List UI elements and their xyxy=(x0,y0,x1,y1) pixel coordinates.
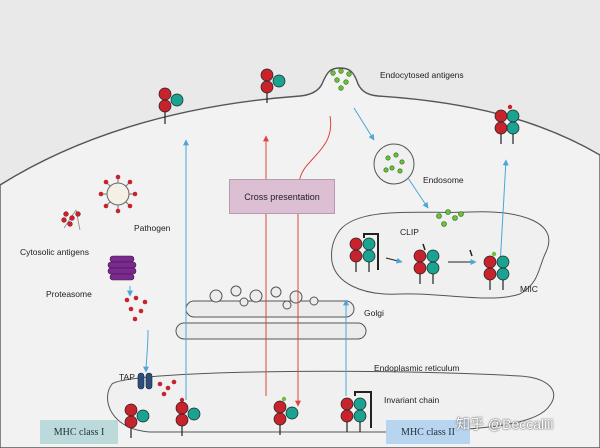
cross-presentation-box: Cross presentation xyxy=(229,179,335,214)
cross-presentation-label: Cross presentation xyxy=(244,191,320,202)
mhc-miic-invariant xyxy=(349,233,379,272)
proteasome-label: Proteasome xyxy=(46,289,92,299)
mhc-class-1-tag: MHC class I xyxy=(40,420,118,444)
pathogen-label: Pathogen xyxy=(134,223,171,233)
er-label: Endoplasmic reticulum xyxy=(374,363,460,373)
cytosolic-antigens-label: Cytosolic antigens xyxy=(20,247,89,257)
proteasome xyxy=(107,255,137,281)
mhc-class-2-label: MHC class II xyxy=(401,426,455,438)
golgi-label: Golgi xyxy=(364,308,384,318)
endosome-label: Endosome xyxy=(423,175,464,185)
endocytosed-antigens-label: Endocytosed antigens xyxy=(380,70,464,80)
mhc-surface-3 xyxy=(494,104,520,144)
mhc-miic-loaded xyxy=(483,251,510,290)
mhc-surface-1 xyxy=(158,87,184,124)
mhc-er-1 xyxy=(124,403,150,438)
cell-membrane xyxy=(0,67,600,448)
tap-transporter xyxy=(137,372,153,390)
mhc-er-3 xyxy=(273,396,299,435)
mhc-surface-2 xyxy=(260,68,286,103)
blue-arrows xyxy=(127,107,509,400)
er-peptides xyxy=(157,379,177,397)
watermark: 知乎 @Beccaliii xyxy=(456,416,554,432)
miic-label: MIIC xyxy=(520,284,538,294)
miic-transition-arrows xyxy=(385,257,477,265)
mhc-class-1-label: MHC class I xyxy=(53,426,105,438)
endoplasmic-reticulum xyxy=(107,370,555,433)
mhc-miic-clip xyxy=(413,243,473,284)
endosome-antigens xyxy=(383,152,405,174)
mhc-class-2-tag: MHC class II xyxy=(386,420,470,444)
endosome xyxy=(373,143,415,185)
cytosolic-antigen-bundle xyxy=(61,209,81,231)
pathogen xyxy=(98,174,138,214)
mhc-er-2 xyxy=(175,397,201,436)
mhc-er-4 xyxy=(340,391,372,432)
mhc-molecules xyxy=(124,68,520,438)
endocytosed-antigen-cluster xyxy=(330,68,352,91)
invariant-chain-label: Invariant chain xyxy=(384,395,440,405)
golgi xyxy=(175,285,367,340)
tap-label: TAP xyxy=(119,372,135,382)
miic-peptides xyxy=(436,209,464,227)
proteasome-peptides xyxy=(124,295,148,322)
clip-label: CLIP xyxy=(400,227,419,237)
